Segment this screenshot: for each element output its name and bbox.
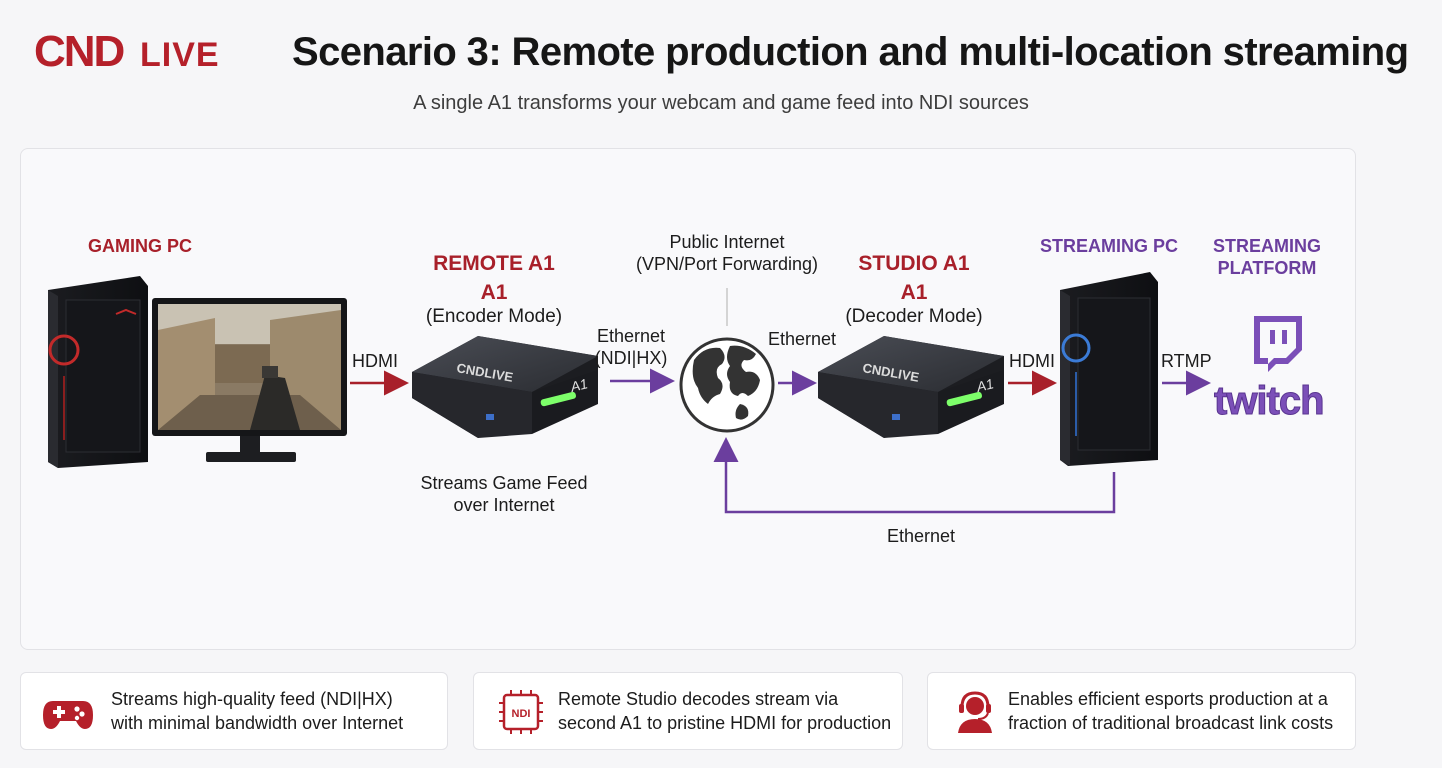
ndi-chip-text: NDI	[512, 708, 531, 720]
cndlive-logo: CND LIVE	[34, 27, 220, 76]
streaming-pc-label: STREAMING PC	[1040, 236, 1179, 256]
remote-a1-device-icon: CNDLIVE A1	[412, 336, 598, 438]
remote-a1-model: A1	[480, 281, 508, 304]
platform-label-line2: PLATFORM	[1217, 258, 1317, 278]
gaming-pc-tower-icon	[48, 276, 148, 468]
remote-a1-title: REMOTE A1	[433, 252, 555, 275]
studio-a1-mode: (Decoder Mode)	[845, 306, 983, 327]
headset-operator-icon	[958, 691, 992, 733]
page-title: Scenario 3: Remote production and multi-…	[292, 30, 1409, 74]
hdmi-label-1: HDMI	[352, 351, 398, 371]
ethernet-label-2: Ethernet	[768, 329, 837, 349]
twitch-logo-icon: twitch	[1214, 316, 1325, 424]
logo-text-live: LIVE	[140, 36, 220, 74]
ethernet-label-1-line2: (NDI|HX)	[594, 348, 668, 368]
feature-card-bandwidth: Streams high-quality feed (NDI|HX) with …	[20, 672, 448, 750]
ethernet-label-1-line1: Ethernet	[596, 326, 666, 346]
remote-a1-caption-line1: Streams Game Feed	[420, 473, 588, 493]
feature-3-line1: Enables efficient esports production at …	[1008, 689, 1328, 709]
platform-label-line1: STREAMING	[1213, 236, 1321, 256]
feature-1-line1: Streams high-quality feed (NDI|HX)	[111, 689, 393, 709]
studio-a1-device-icon: CNDLIVE A1	[818, 336, 1004, 438]
ethernet-return-label: Ethernet	[887, 526, 956, 546]
feature-2-line2: second A1 to pristine HDMI for productio…	[558, 713, 892, 733]
hdmi-label-2: HDMI	[1009, 351, 1055, 371]
feature-card-decode: NDI Remote Studio decodes stream via sec…	[473, 672, 903, 750]
svg-text:A1: A1	[974, 375, 995, 395]
feature-card-cost: Enables efficient esports production at …	[927, 672, 1356, 750]
monitor-icon	[152, 298, 347, 462]
studio-a1-title: STUDIO A1	[858, 252, 970, 275]
globe-icon	[679, 337, 775, 433]
twitch-wordmark: twitch	[1214, 379, 1324, 423]
streaming-pc-tower-icon	[1060, 272, 1158, 466]
feature-3-line2: fraction of traditional broadcast link c…	[1008, 713, 1334, 733]
internet-label-line2: (VPN/Port Forwarding)	[635, 254, 819, 274]
gaming-pc-label: GAMING PC	[88, 236, 193, 256]
feature-1-line2: with minimal bandwidth over Internet	[111, 713, 404, 733]
gamepad-icon	[43, 701, 93, 729]
svg-text:A1: A1	[568, 375, 589, 395]
ndi-chip-icon: NDI	[499, 690, 543, 734]
internet-label-line1: Public Internet	[669, 232, 785, 252]
studio-a1-model: A1	[900, 281, 928, 304]
remote-a1-caption-line2: over Internet	[453, 495, 555, 515]
rtmp-label: RTMP	[1161, 351, 1212, 371]
remote-a1-mode: (Encoder Mode)	[425, 306, 563, 327]
logo-text: CND	[34, 27, 124, 76]
ethernet-return-path	[713, 437, 1116, 514]
page-subtitle: A single A1 transforms your webcam and g…	[413, 92, 1029, 114]
network-diagram: CNDLIVE A1 CNDLIVE A1 twitch	[48, 272, 1325, 514]
feature-2-line1: Remote Studio decodes stream via	[558, 689, 839, 709]
